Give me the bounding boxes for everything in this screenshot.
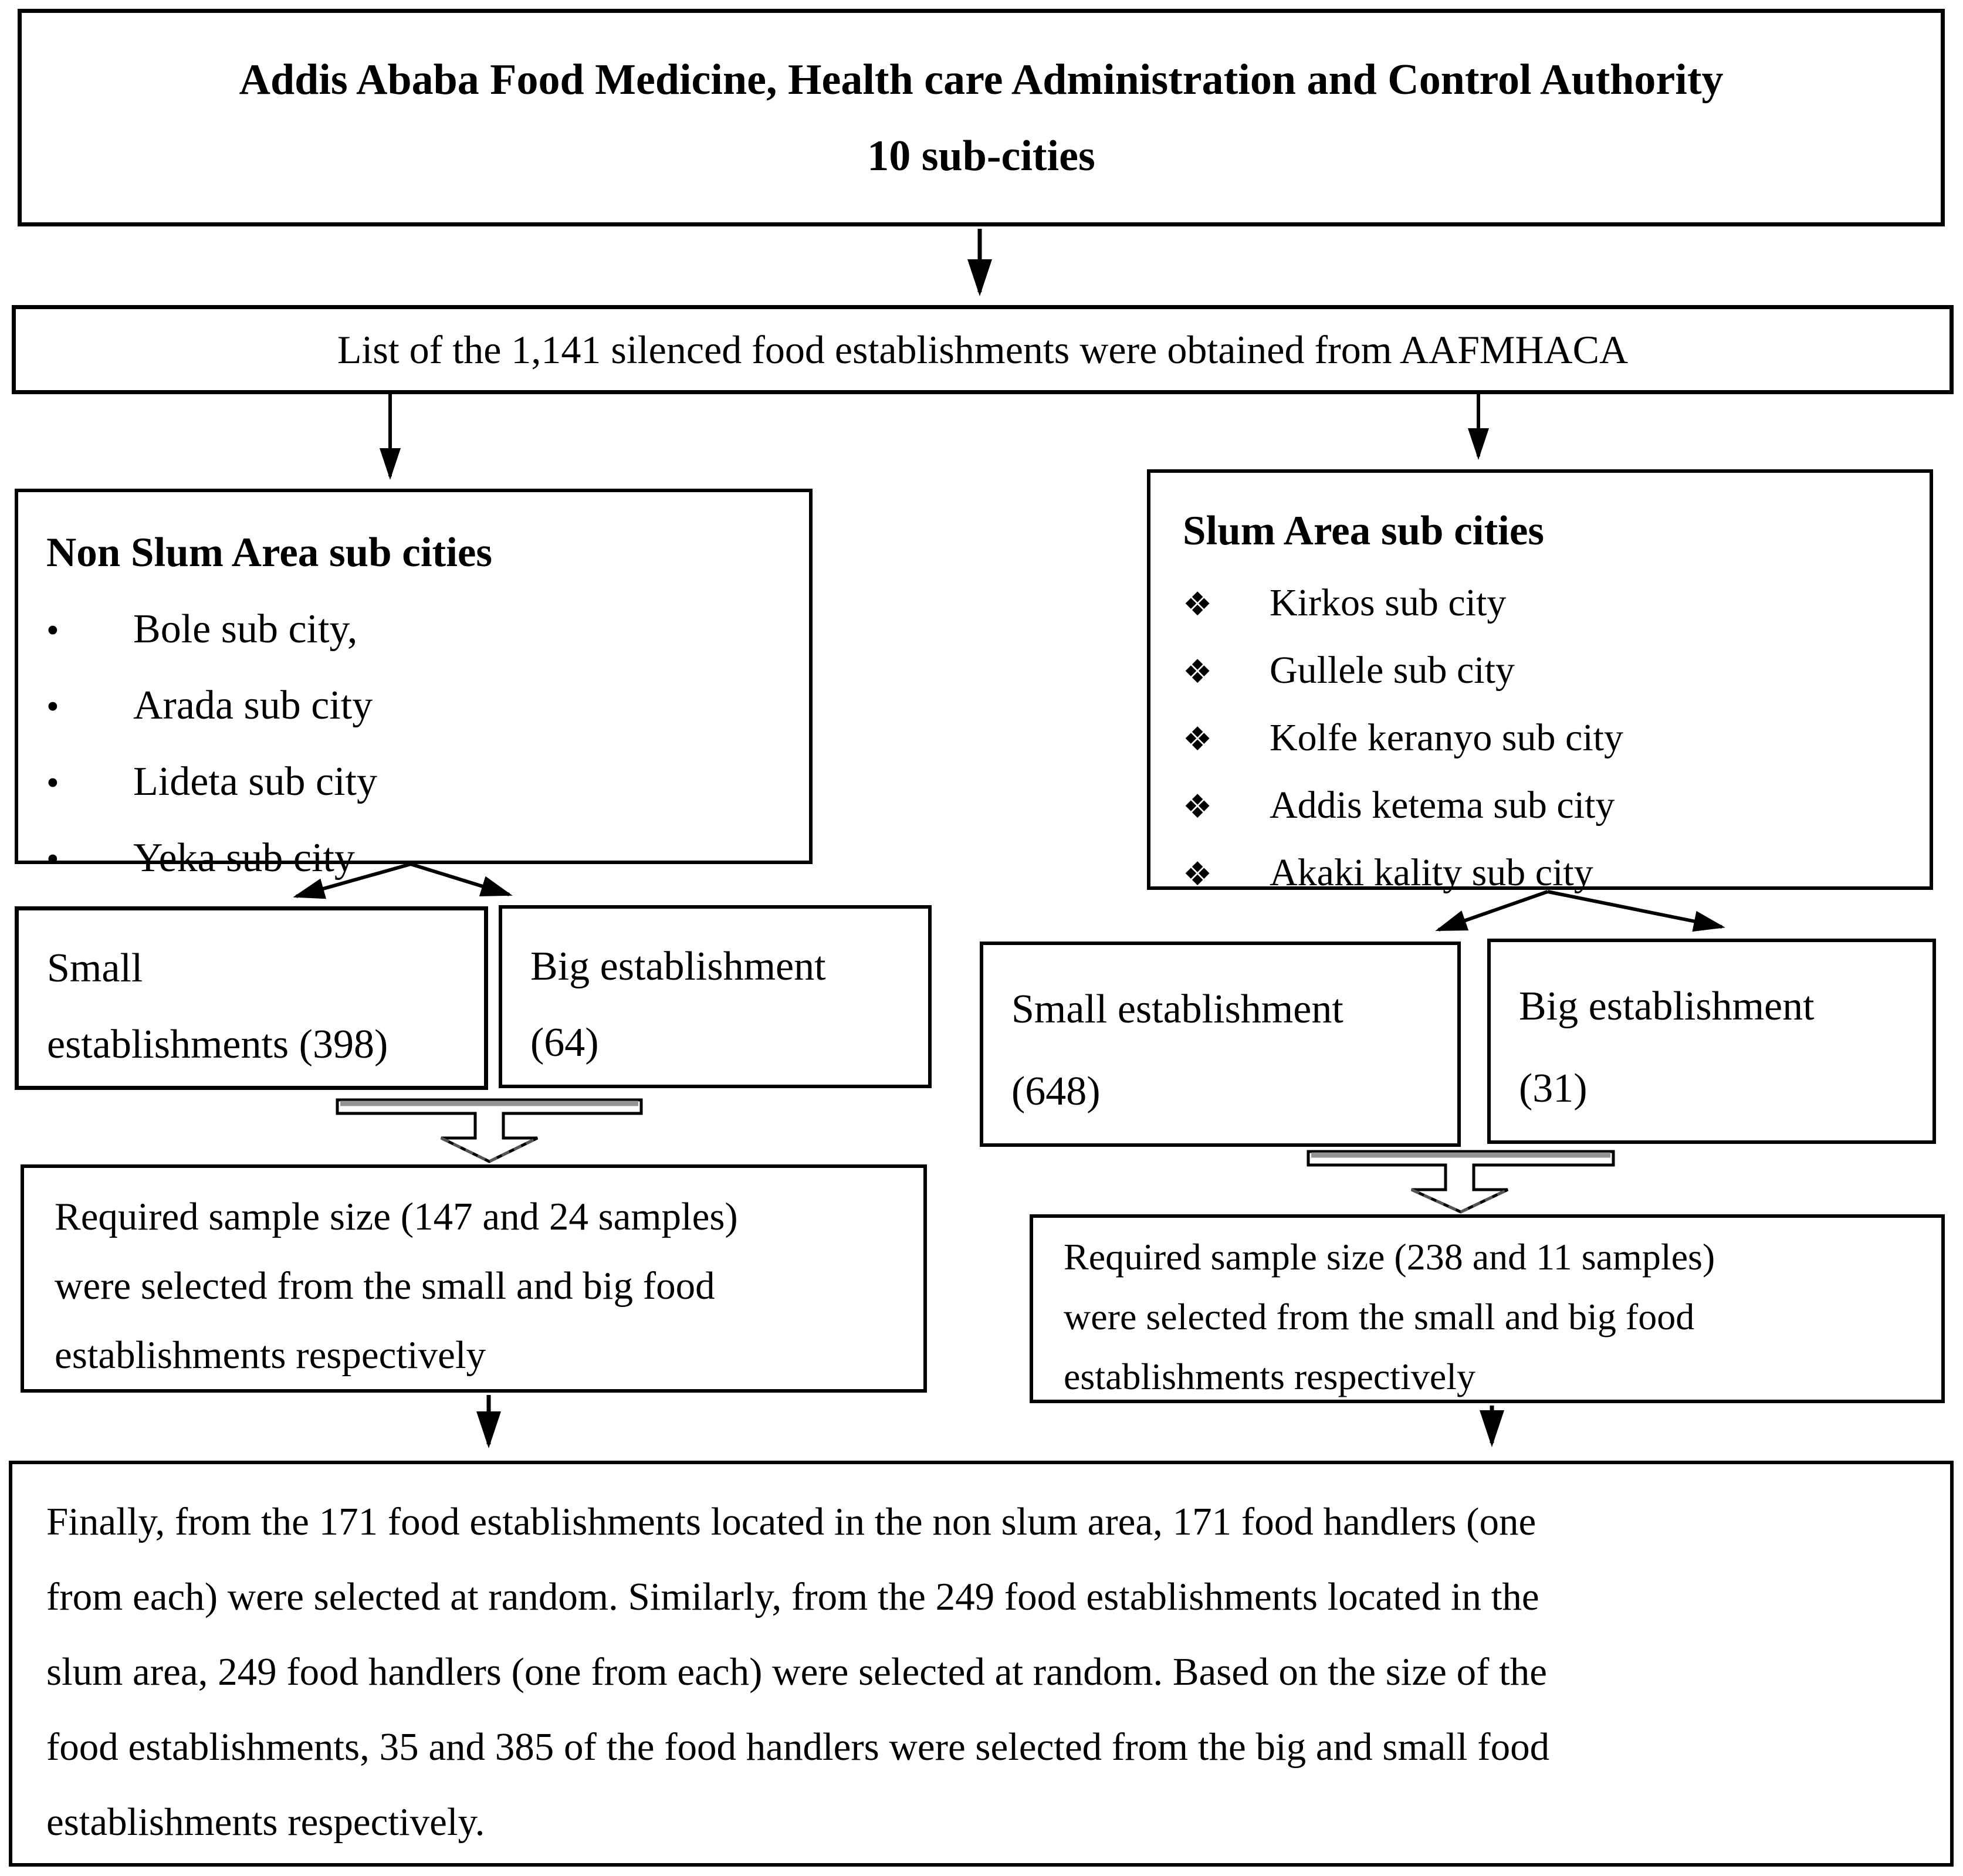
fork-slum-right — [1547, 890, 1725, 932]
list-item: • Arada sub city — [46, 668, 791, 744]
non-slum-list: • Bole sub city, • Arada sub city • Lideta … — [46, 592, 791, 897]
list-item: • Yeka sub city — [46, 821, 791, 897]
box-label-line: Big establishment — [1519, 984, 1815, 1029]
required-sample-line: were selected from the small and big foo… — [1064, 1296, 1695, 1337]
required-sample-line: Required sample size (147 and 24 samples… — [55, 1195, 738, 1238]
big-establishment-31-box: Big establishment (31) — [1487, 939, 1936, 1144]
final-summary-line: from each) were selected at random. Simi… — [46, 1575, 1539, 1618]
required-sample-non-slum-box: Required sample size (147 and 24 samples… — [21, 1164, 927, 1393]
box-label-line: establishments (398) — [47, 1022, 388, 1067]
required-sample-line: establishments respectively — [55, 1333, 486, 1377]
list-item: ❖ Kirkos sub city — [1183, 570, 1915, 638]
title-line-2: 10 sub-cities — [867, 131, 1095, 180]
required-sample-line: were selected from the small and big foo… — [55, 1264, 715, 1308]
final-summary-box: Finally, from the 171 food establishment… — [9, 1461, 1954, 1867]
diamond-bullet-icon: ❖ — [1183, 653, 1213, 691]
diamond-bullet-icon: ❖ — [1183, 788, 1213, 826]
required-sample-line: Required sample size (238 and 11 samples… — [1064, 1236, 1715, 1278]
final-summary-line: slum area, 249 food handlers (one from e… — [46, 1650, 1548, 1694]
box-label-line: (31) — [1519, 1066, 1588, 1111]
box-label-line: Small establishment — [1011, 987, 1343, 1032]
list-item: ❖ Kolfe keranyo sub city — [1183, 705, 1915, 773]
title-line-1: Addis Ababa Food Medicine, Health care A… — [239, 55, 1724, 104]
list-item-label: Kolfe keranyo sub city — [1270, 716, 1623, 759]
fork-non-slum-left — [293, 862, 411, 899]
required-sample-slum-box: Required sample size (238 and 11 samples… — [1030, 1214, 1945, 1403]
diamond-bullet-icon: ❖ — [1183, 855, 1213, 893]
bullet-icon: • — [46, 839, 59, 879]
box-label-line: Small — [47, 946, 143, 991]
merge-arrow-slum — [1307, 1150, 1615, 1214]
required-sample-line: establishments respectively — [1064, 1356, 1476, 1397]
box-label-line: (64) — [530, 1020, 599, 1065]
non-slum-area-box: Non Slum Area sub cities • Bole sub city,… — [15, 489, 813, 881]
source-box: List of the 1,141 silenced food establis… — [12, 305, 1954, 394]
title-box: Addis Ababa Food Medicine, Health care A… — [18, 9, 1945, 226]
slum-area-box: Slum Area sub cities ❖ Kirkos sub city ❖ G… — [1147, 469, 1933, 894]
list-item-label: Yeka sub city — [133, 835, 355, 881]
box-label-line: (648) — [1011, 1069, 1101, 1114]
bullet-icon: • — [46, 763, 59, 803]
list-item-label: Addis ketema sub city — [1270, 784, 1615, 827]
final-summary-line: establishments respectively. — [46, 1800, 485, 1844]
bullet-icon: • — [46, 687, 59, 727]
big-establishment-64-box: Big establishment (64) — [499, 905, 932, 1088]
small-establishments-398-box: Small establishments (398) — [15, 906, 488, 1090]
list-item: • Bole sub city, — [46, 592, 791, 668]
list-item-label: Akaki kality sub city — [1270, 851, 1593, 894]
slum-list: ❖ Kirkos sub city ❖ Gullele sub city ❖ Kolf… — [1183, 570, 1915, 907]
list-item: ❖ Akaki kality sub city — [1183, 840, 1915, 907]
diamond-bullet-icon: ❖ — [1183, 585, 1213, 624]
box-label-line: Big establishment — [530, 944, 826, 989]
source-text: List of the 1,141 silenced food establis… — [337, 327, 1629, 372]
non-slum-title: Non Slum Area sub cities — [46, 530, 493, 575]
fork-non-slum-right — [410, 862, 513, 897]
list-item: • Lideta sub city — [46, 744, 791, 821]
list-item-label: Arada sub city — [133, 683, 373, 728]
merge-arrow-non-slum — [336, 1098, 643, 1163]
list-item-label: Gullele sub city — [1270, 649, 1515, 692]
fork-slum-left — [1435, 890, 1548, 932]
slum-title: Slum Area sub cities — [1183, 508, 1545, 554]
list-item-label: Kirkos sub city — [1270, 581, 1507, 624]
diamond-bullet-icon: ❖ — [1183, 720, 1213, 758]
bullet-icon: • — [46, 611, 59, 651]
list-item-label: Bole sub city, — [133, 607, 358, 652]
list-item-label: Lideta sub city — [133, 759, 378, 804]
list-item: ❖ Addis ketema sub city — [1183, 773, 1915, 840]
small-establishment-648-box: Small establishment (648) — [980, 942, 1461, 1147]
final-summary-line: food establishments, 35 and 385 of the f… — [46, 1725, 1550, 1769]
final-summary-line: Finally, from the 171 food establishment… — [46, 1500, 1536, 1543]
list-item: ❖ Gullele sub city — [1183, 638, 1915, 705]
